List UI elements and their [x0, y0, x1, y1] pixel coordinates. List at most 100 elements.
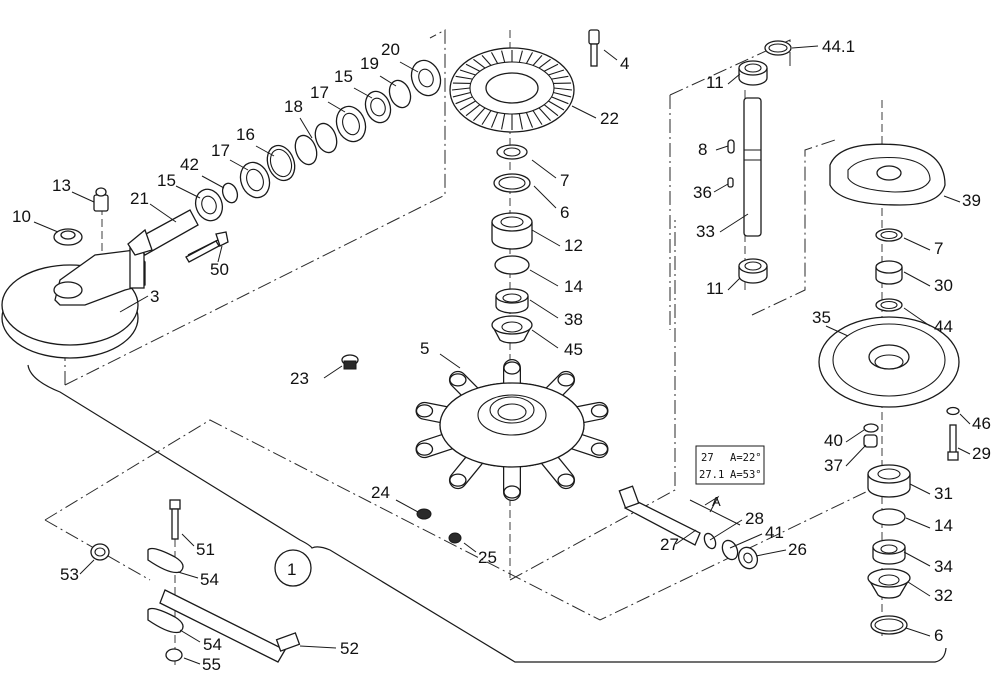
- leader-line-15: [175, 185, 201, 199]
- leader-line-12: [531, 229, 561, 247]
- callout-3: 3: [150, 287, 159, 306]
- leader-line-44: [903, 307, 931, 327]
- leader-line-50: [217, 245, 223, 263]
- leader-line-18: [299, 117, 313, 139]
- callout-15: 15: [157, 171, 176, 190]
- leader-line-28: [709, 519, 743, 541]
- leader-line-10: [33, 221, 59, 233]
- callout-35: 35: [812, 308, 831, 327]
- callout-23: 23: [290, 369, 309, 388]
- leader-line-17: [327, 101, 346, 113]
- leader-line-14: [529, 269, 559, 287]
- gear-tooth: [525, 112, 534, 128]
- leader-line-5: [439, 353, 461, 369]
- gear-tooth: [459, 100, 476, 111]
- leader-line-38: [529, 299, 559, 319]
- plug-part-23: [341, 354, 359, 370]
- callout-38: 38: [564, 310, 583, 329]
- callout-51: 51: [196, 540, 215, 559]
- callout-labels: 444.120191517181617421521131050322761214…: [12, 37, 991, 674]
- nut-part-10: [53, 228, 83, 246]
- leader-line-19: [379, 75, 397, 87]
- housing-part-3: [1, 247, 146, 359]
- leader-line-46: [959, 413, 971, 425]
- leader-line-4: [603, 49, 618, 61]
- leader-line-20: [399, 61, 419, 73]
- leader-line-8: [715, 145, 729, 151]
- callout-5: 5: [420, 339, 429, 358]
- callout-19: 19: [360, 54, 379, 73]
- gear-tooth: [553, 91, 572, 98]
- rotor-arm-end: [503, 361, 521, 375]
- bolt-part-50: [185, 231, 229, 263]
- gear-tooth: [501, 50, 506, 63]
- leader-line-40: [845, 429, 865, 443]
- callout-45: 45: [564, 340, 583, 359]
- rotor-arm-end: [557, 373, 575, 387]
- shaft-stack-parts: [194, 59, 442, 222]
- leader-line-53: [79, 559, 95, 575]
- callout-22: 22: [600, 109, 619, 128]
- callout-24: 24: [371, 483, 390, 502]
- grease-nipple-part-13: [93, 187, 109, 212]
- callout-17: 17: [211, 141, 230, 160]
- rotor-arm-end: [503, 485, 521, 499]
- leader-line-29: [957, 447, 971, 455]
- callout-10: 10: [12, 207, 31, 226]
- leader-line-35: [825, 325, 849, 337]
- table-part-27-1: 27.1: [699, 469, 724, 481]
- callout-37: 37: [824, 456, 843, 475]
- leader-line-6: [905, 627, 931, 637]
- gear-tooth: [501, 113, 506, 130]
- leader-line-25: [463, 542, 477, 553]
- leader-line-31: [909, 483, 931, 495]
- leader-line-39: [943, 195, 961, 203]
- callout-36: 36: [693, 183, 712, 202]
- leader-line-17: [229, 159, 249, 171]
- callout-7: 7: [934, 239, 943, 258]
- rotor-arm-end: [557, 473, 575, 487]
- shaft-part-27: A: [618, 485, 759, 570]
- leader-line-11: [727, 73, 741, 85]
- gear-tooth: [481, 110, 492, 125]
- leader-line-44-1: [791, 45, 819, 49]
- gear-tooth: [538, 58, 551, 69]
- callout-30: 30: [934, 276, 953, 295]
- callout-27: 27: [660, 535, 679, 554]
- leader-line-24: [395, 499, 419, 513]
- setscrew-part-25: [448, 532, 462, 544]
- gear-tooth: [548, 69, 565, 76]
- leader-line-7: [903, 237, 931, 251]
- rotor-hub: [439, 382, 585, 468]
- gear-tooth: [518, 50, 523, 63]
- angle-marker: A: [712, 494, 721, 509]
- leader-line-22: [571, 105, 597, 119]
- gear-tooth: [551, 75, 569, 80]
- leader-line-55: [183, 657, 201, 665]
- gear-tooth: [548, 100, 565, 111]
- leader-line-26: [755, 549, 787, 557]
- gear-tooth: [455, 75, 473, 80]
- rotor-arm-end: [449, 373, 467, 387]
- bolt-part-4: [588, 29, 600, 67]
- leader-line-52: [299, 645, 337, 649]
- leader-line-54: [179, 629, 201, 643]
- right-stack-parts: [818, 143, 960, 635]
- callout-39: 39: [962, 191, 981, 210]
- angle-table: 27 A=22° 27.1 A=53°: [695, 445, 765, 485]
- callout-25: 25: [478, 548, 497, 567]
- callout-15: 15: [334, 67, 353, 86]
- rotor-hub-ring: [477, 394, 547, 436]
- callout-33: 33: [696, 222, 715, 241]
- assembly-number-text: 1: [287, 560, 296, 579]
- leader-line-3: [119, 295, 149, 313]
- gear-tooth: [473, 107, 486, 122]
- callout-42: 42: [180, 155, 199, 174]
- callout-29: 29: [972, 444, 991, 463]
- gear-tooth: [452, 91, 471, 98]
- table-angle-27-1: A=53°: [730, 469, 762, 481]
- pinion-shaft-part-21: [127, 209, 199, 256]
- gear-tooth: [473, 58, 486, 69]
- leader-line-13: [71, 191, 95, 203]
- leader-line-36: [713, 183, 729, 193]
